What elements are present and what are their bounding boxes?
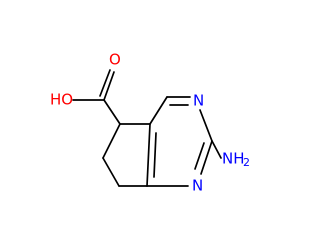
atom-label-ring-nitrogen-lower: N bbox=[192, 177, 203, 195]
bond-c4a-c7a-b bbox=[153, 132, 157, 178]
bond-c6-c7 bbox=[102, 157, 120, 187]
bond-c2-amine bbox=[211, 140, 222, 159]
structure-canvas: HO O N N NH 2 bbox=[50, 50, 250, 195]
bond-n3-c2 bbox=[199, 109, 213, 142]
atom-label-carbonyl-oxygen: O bbox=[109, 51, 121, 69]
bond-c5-carboxyl bbox=[103, 99, 121, 125]
bond-carboxyl-carbonyl-a bbox=[103, 71, 115, 101]
bond-c2-n1-b bbox=[194, 142, 205, 170]
atom-label-amine-subscript: 2 bbox=[243, 156, 250, 169]
bond-c2-n1-a bbox=[200, 140, 213, 175]
molecule-drawing: HO O N N NH 2 bbox=[50, 51, 250, 195]
atom-label-amine: NH bbox=[222, 150, 245, 168]
bond-c4a-c4-a bbox=[149, 96, 168, 125]
bond-c5-c6 bbox=[102, 123, 121, 159]
atom-label-ring-nitrogen-upper: N bbox=[193, 92, 204, 110]
atom-label-hydroxyl: HO bbox=[50, 91, 73, 109]
bond-carboxyl-carbonyl-b bbox=[99, 69, 111, 97]
bond-c4a-c7a-a bbox=[146, 123, 151, 187]
